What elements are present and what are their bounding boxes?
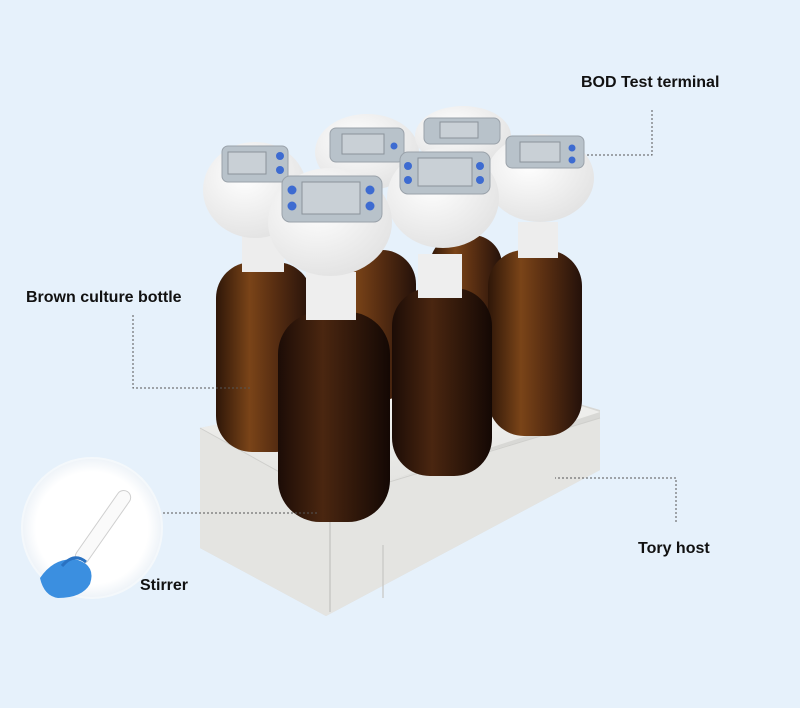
label-brown-culture-bottle: Brown culture bottle	[26, 289, 182, 306]
bottle-right	[486, 134, 594, 436]
label-stirrer: Stirrer	[140, 577, 189, 594]
bottle-front-left	[268, 168, 392, 522]
stirrer-inset	[21, 457, 163, 599]
label-tory-host: Tory host	[638, 540, 710, 557]
gloved-hand-icon	[40, 556, 92, 598]
label-bod-test-terminal: BOD Test terminal	[581, 74, 720, 91]
leader-lines	[132, 110, 677, 522]
bottle-front-middle	[387, 148, 499, 476]
